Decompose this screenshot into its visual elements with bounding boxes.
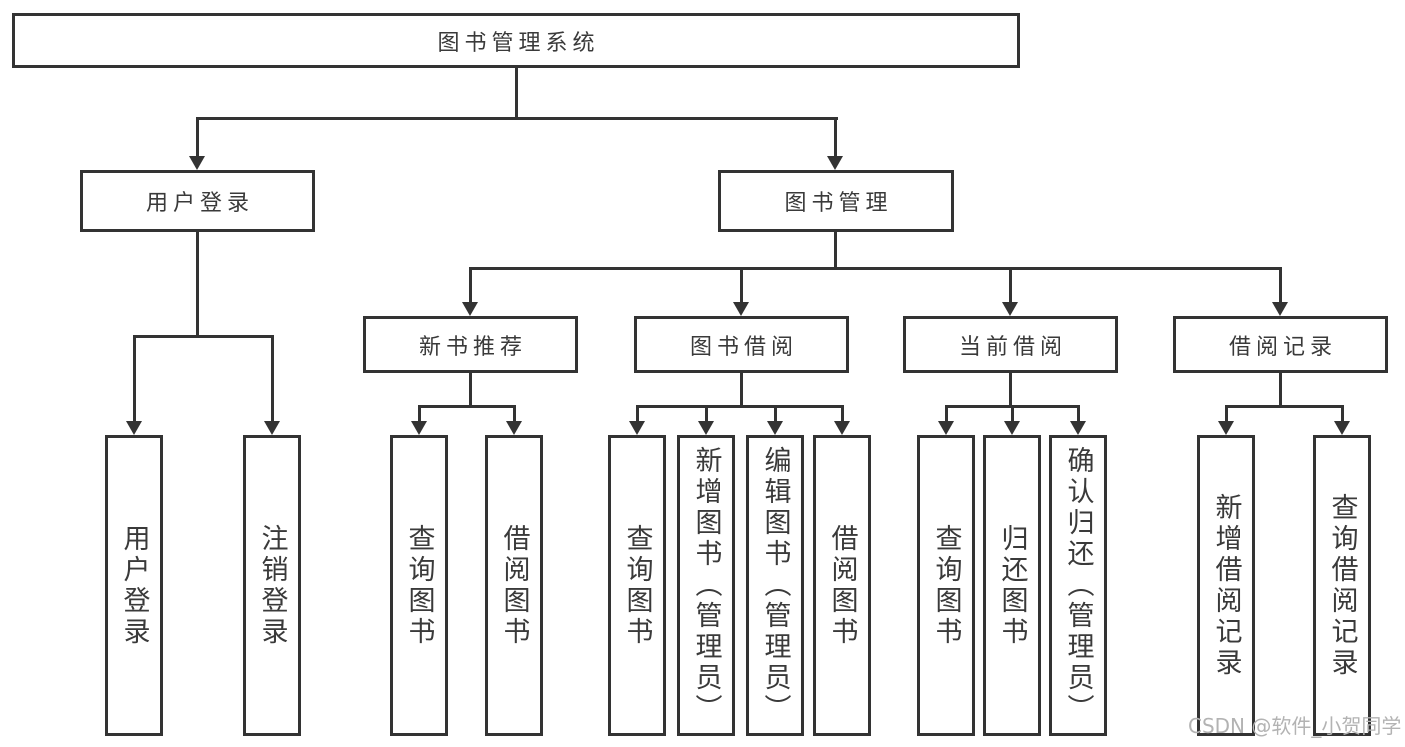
node-leaf-newbooks-borrow: 借阅图书	[485, 435, 543, 736]
leaf-label: 用户登录	[118, 523, 150, 648]
node-leaf-current-query: 查询图书	[917, 435, 975, 736]
node-book-mgmt-label: 图书管理	[784, 191, 893, 216]
arrowhead-icon	[629, 421, 645, 435]
connector-borrow-records-stem	[1279, 267, 1282, 302]
node-book-borrow: 图书借阅	[634, 316, 849, 373]
connector-leaf-stem	[705, 405, 708, 422]
node-leaf-borrow-borrow: 借阅图书	[813, 435, 871, 736]
connector-leaf-stem	[133, 335, 136, 422]
arrowhead-icon	[1334, 421, 1350, 435]
connector-leaf-stem	[1077, 405, 1080, 422]
connector-leaf-stem	[636, 405, 639, 422]
connector-leaf-stem	[271, 335, 274, 422]
leaf-label: 新增借阅记录	[1210, 492, 1242, 679]
connector-leaf-stem	[774, 405, 777, 422]
arrowhead-icon	[834, 421, 850, 435]
connector-user-login-stem	[196, 117, 199, 157]
connector-leaf-stem	[1011, 405, 1014, 422]
node-borrow-records: 借阅记录	[1173, 316, 1388, 373]
leaf-label: 新增图书（管理员）	[690, 446, 722, 725]
node-leaf-current-confirm: 确认归还（管理员）	[1049, 435, 1107, 736]
connector-leaf-stem	[1341, 405, 1344, 422]
connector-new-books-rail	[418, 405, 516, 408]
node-leaf-logout: 注销登录	[243, 435, 301, 736]
leaf-label: 查询图书	[930, 523, 962, 648]
node-new-books: 新书推荐	[363, 316, 578, 373]
node-user-login: 用户登录	[80, 170, 315, 232]
arrowhead-icon	[189, 156, 205, 170]
connector-current-borrow-stem	[1009, 267, 1012, 302]
connector-new-books-down	[469, 373, 472, 406]
node-root: 图书管理系统	[12, 13, 1020, 68]
node-root-label: 图书管理系统	[437, 30, 600, 56]
connector-book-borrow-stem	[740, 267, 743, 302]
connector-book-borrow-rail	[636, 405, 844, 408]
leaf-label: 注销登录	[256, 523, 288, 648]
arrowhead-icon	[733, 302, 749, 316]
node-new-books-label: 新书推荐	[418, 334, 527, 360]
leaf-label: 归还图书	[996, 523, 1028, 648]
arrowhead-icon	[1218, 421, 1234, 435]
arrowhead-icon	[1272, 302, 1288, 316]
node-leaf-borrow-add: 新增图书（管理员）	[677, 435, 735, 736]
arrowhead-icon	[462, 302, 478, 316]
node-user-login-label: 用户登录	[145, 191, 254, 216]
node-borrow-records-label: 借阅记录	[1228, 334, 1337, 360]
node-leaf-current-return: 归还图书	[983, 435, 1041, 736]
arrowhead-icon	[767, 421, 783, 435]
leaf-label: 查询借阅记录	[1326, 492, 1358, 679]
arrowhead-icon	[126, 421, 142, 435]
node-leaf-newbooks-query: 查询图书	[390, 435, 448, 736]
connector-book-mgmt-down	[834, 232, 837, 268]
leaf-label: 查询图书	[403, 523, 435, 648]
arrowhead-icon	[827, 156, 843, 170]
connector-level2-rail	[470, 267, 1282, 270]
arrowhead-icon	[264, 421, 280, 435]
csdn-watermark: CSDN @软件_小贺同学	[1188, 714, 1402, 738]
connector-leaf-stem	[841, 405, 844, 422]
node-leaf-borrow-query: 查询图书	[608, 435, 666, 736]
connector-leaf-stem	[418, 405, 421, 422]
node-book-mgmt: 图书管理	[718, 170, 954, 232]
node-leaf-records-query: 查询借阅记录	[1313, 435, 1371, 736]
node-current-borrow-label: 当前借阅	[958, 334, 1067, 360]
connector-leaf-stem	[513, 405, 516, 422]
connector-new-books-stem	[469, 267, 472, 302]
connector-user-login-rail	[133, 335, 274, 338]
node-leaf-records-add: 新增借阅记录	[1197, 435, 1255, 736]
arrowhead-icon	[506, 421, 522, 435]
arrowhead-icon	[1002, 302, 1018, 316]
leaf-label: 借阅图书	[826, 523, 858, 648]
connector-book-mgmt-stem	[834, 117, 837, 157]
connector-level1-rail	[196, 117, 838, 120]
connector-current-borrow-down	[1009, 373, 1012, 406]
node-leaf-borrow-edit: 编辑图书（管理员）	[746, 435, 804, 736]
connector-leaf-stem	[945, 405, 948, 422]
leaf-label: 借阅图书	[498, 523, 530, 648]
node-book-borrow-label: 图书借阅	[689, 334, 798, 360]
connector-borrow-records-rail	[1225, 405, 1344, 408]
leaf-label: 查询图书	[621, 523, 653, 648]
connector-borrow-records-down	[1279, 373, 1282, 406]
arrowhead-icon	[1070, 421, 1086, 435]
arrowhead-icon	[698, 421, 714, 435]
node-current-borrow: 当前借阅	[903, 316, 1118, 373]
leaf-label: 编辑图书（管理员）	[759, 446, 791, 725]
connector-leaf-stem	[1225, 405, 1228, 422]
arrowhead-icon	[1004, 421, 1020, 435]
leaf-label: 确认归还（管理员）	[1062, 446, 1094, 725]
arrowhead-icon	[411, 421, 427, 435]
connector-book-borrow-down	[740, 373, 743, 406]
node-leaf-user-login: 用户登录	[105, 435, 163, 736]
connector-root-stem	[515, 68, 518, 118]
connector-user-login-down	[196, 232, 199, 336]
arrowhead-icon	[938, 421, 954, 435]
